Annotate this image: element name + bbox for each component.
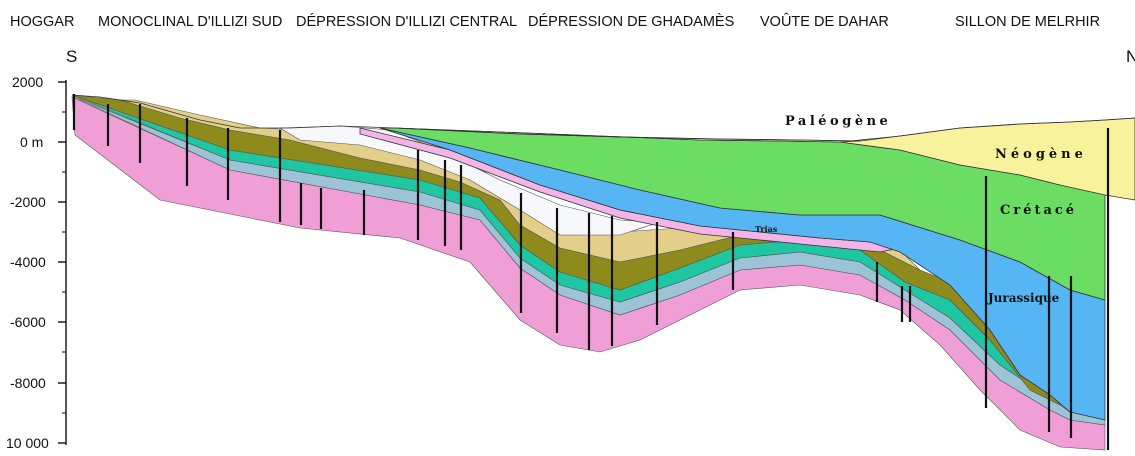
region-label-sillon-melrhir: SILLON DE MELRHIR	[955, 14, 1100, 30]
unit-label-cretace: Crétacé	[1000, 203, 1077, 218]
unit-label-jurassique: Jurassique	[987, 291, 1060, 305]
depth-label-minus-10000: 10 000	[6, 435, 49, 451]
region-label-monoclinal-illizi-sud: MONOCLINAL D'ILLIZI SUD	[98, 14, 282, 30]
depth-label-0: 0 m	[20, 134, 43, 150]
wells	[72, 94, 1110, 450]
unit-label-neogene: Néogène	[995, 147, 1087, 162]
unit-label-trias: Trias	[755, 224, 778, 234]
depth-label-minus-4000: -4000	[10, 254, 46, 270]
region-label-depression-illizi-central: DÉPRESSION D'ILLIZI CENTRAL	[296, 13, 517, 30]
region-labels: HOGGAR MONOCLINAL D'ILLIZI SUD DÉPRESSIO…	[10, 13, 1100, 30]
depth-label-minus-2000: -2000	[10, 194, 46, 210]
unit-label-paleogene: Paléogène	[785, 114, 891, 129]
depth-label-minus-8000: -8000	[10, 375, 46, 391]
eroded-zone	[278, 125, 661, 236]
direction-north: N	[1126, 47, 1135, 66]
depth-label-2000: 2000	[12, 74, 43, 90]
region-label-voute-dahar: VOÛTE DE DAHAR	[760, 13, 889, 30]
region-label-hoggar: HOGGAR	[10, 14, 74, 30]
depth-label-minus-6000: -6000	[10, 314, 46, 330]
direction-south: S	[66, 47, 77, 66]
region-label-depression-ghadames: DÉPRESSION DE GHADAMÈS	[528, 13, 734, 30]
topographic-surface	[71, 94, 1135, 142]
depth-axis: 2000 0 m -2000 -4000 -6000 -8000 10 000	[6, 74, 67, 451]
